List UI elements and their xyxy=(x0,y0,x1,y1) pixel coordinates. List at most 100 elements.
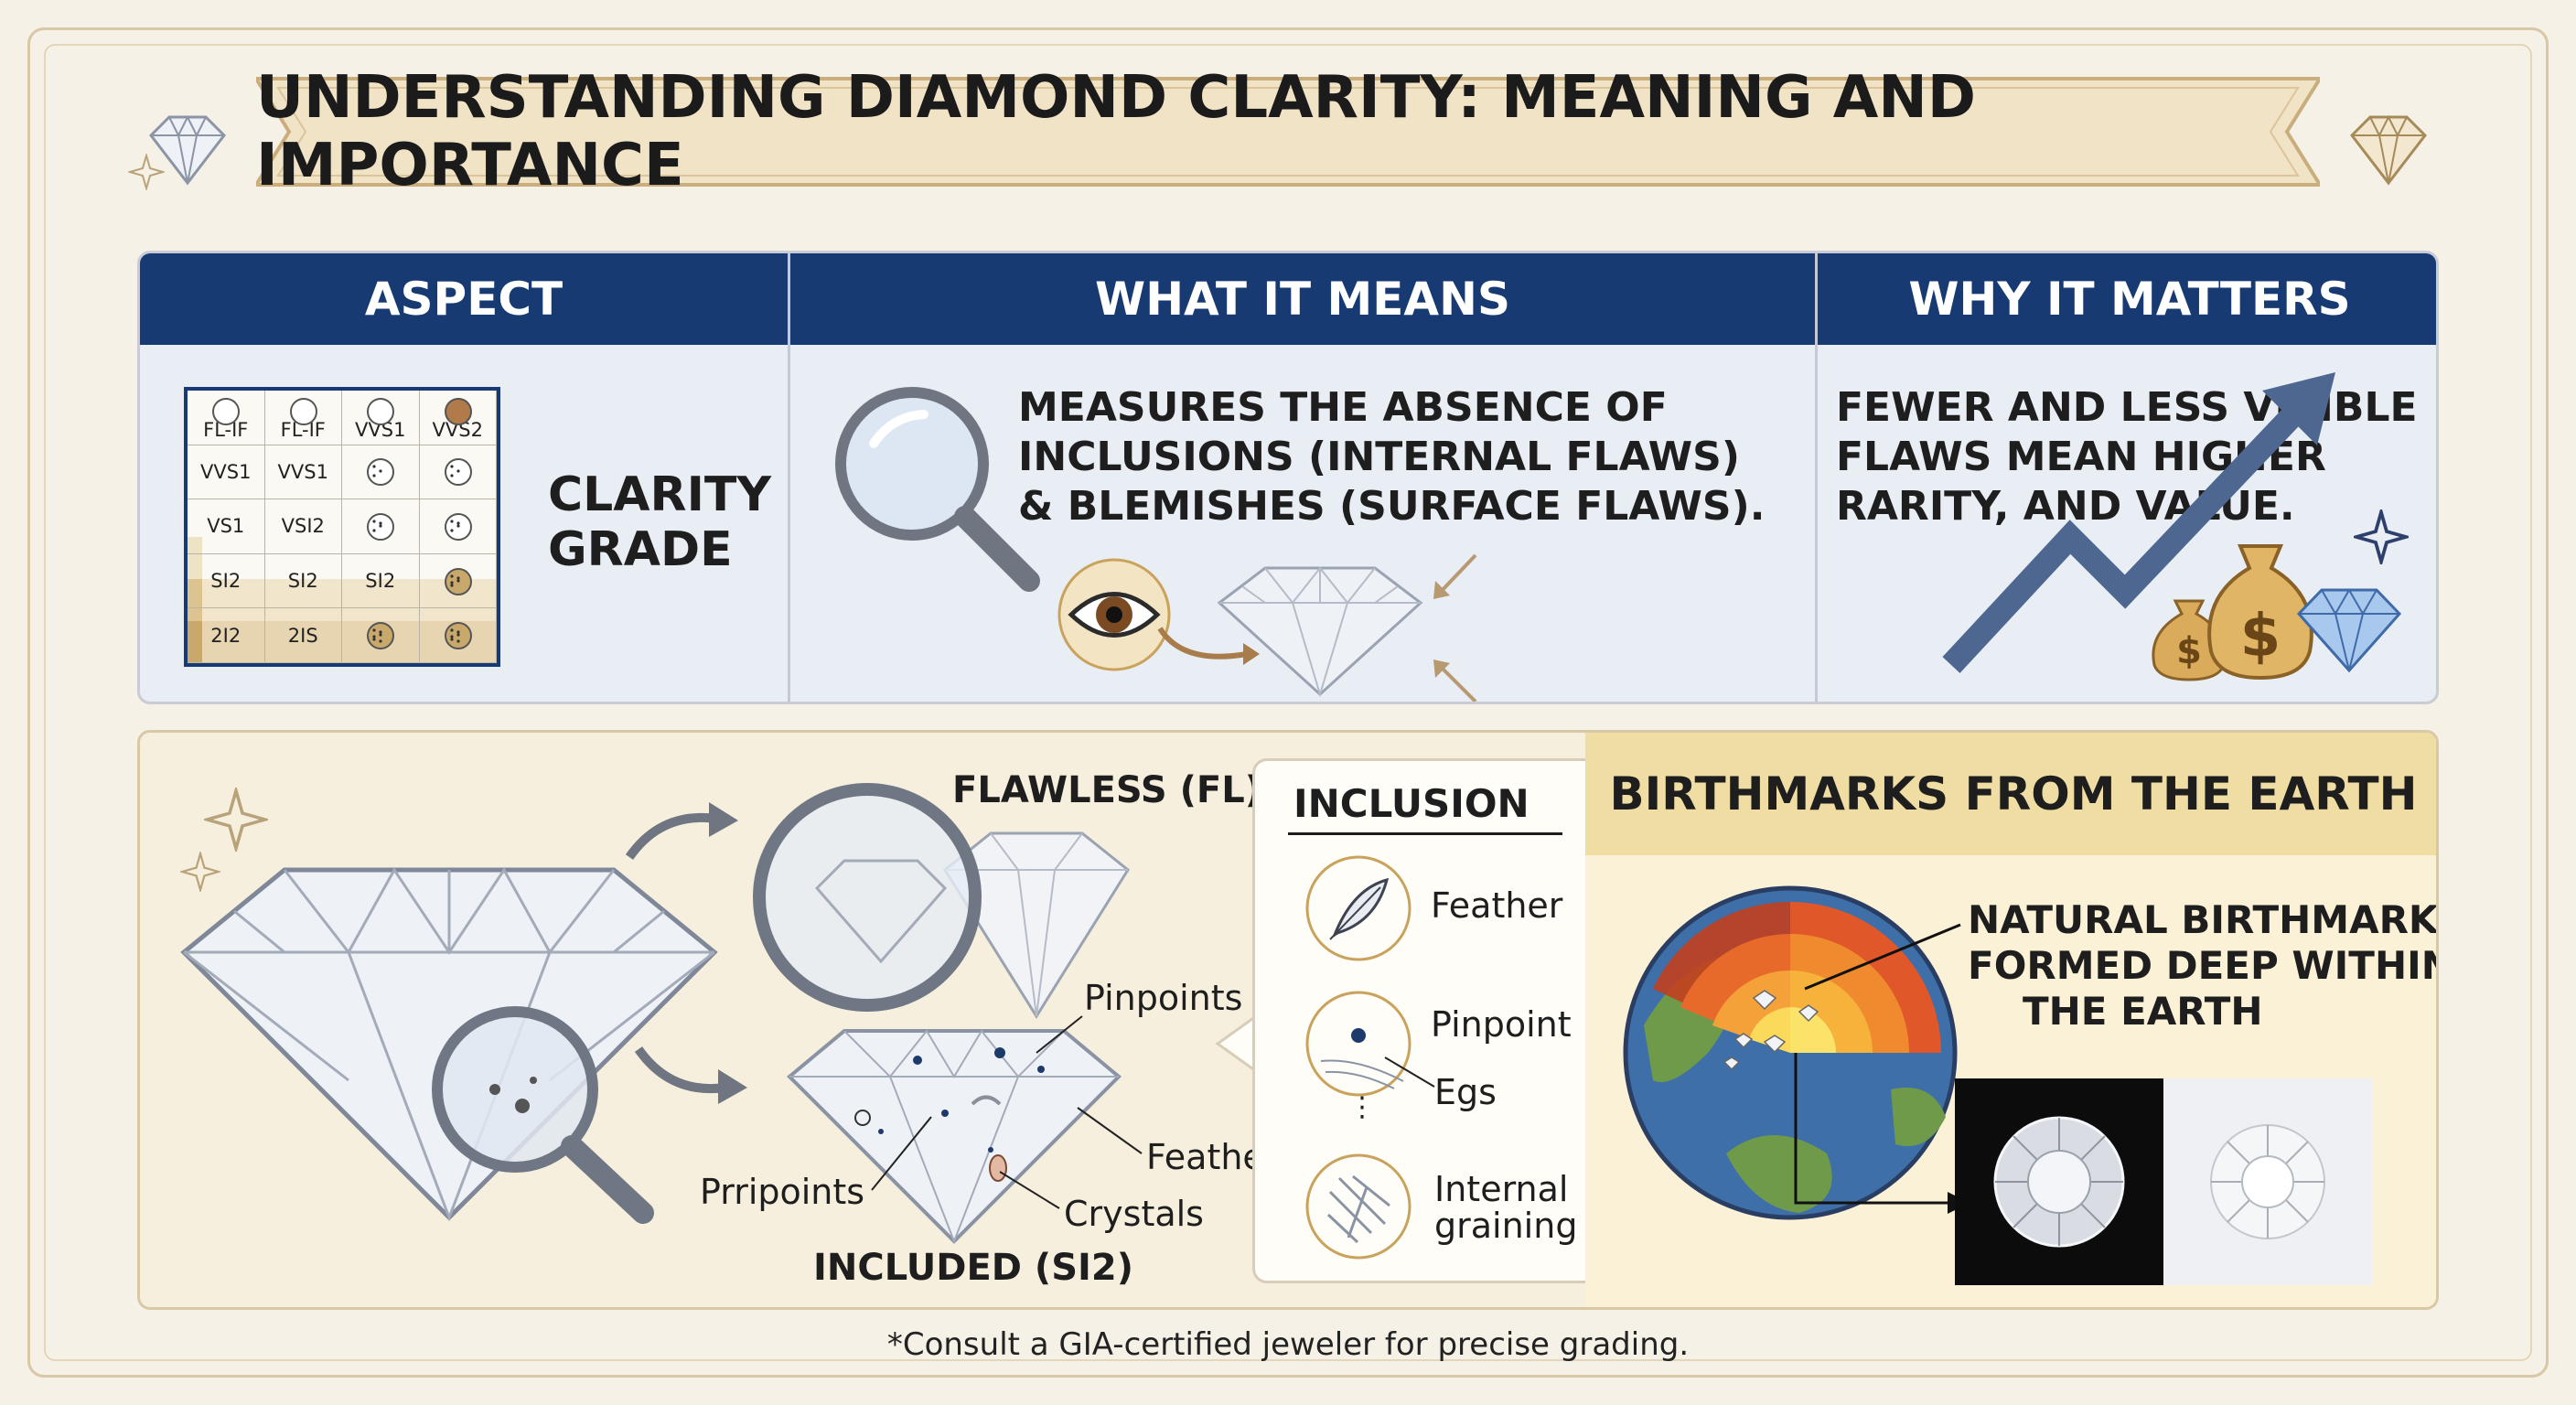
grade-cell: VS1 xyxy=(188,499,265,554)
inner-frame xyxy=(44,44,2532,1361)
diamond-grade-icon xyxy=(367,458,395,487)
diamond-grade-icon xyxy=(367,622,395,650)
grade-cell: 2I2 xyxy=(188,608,265,663)
meaning-line-1: MEASURES THE ABSENCE OF xyxy=(1018,384,1668,431)
birthmarks-panel: BIRTHMARKS FROM THE EARTH xyxy=(1585,733,2439,1307)
round-diamond-icon xyxy=(1993,1116,2125,1248)
header-aspect: ASPECT xyxy=(364,273,564,326)
diamond-grade-icon xyxy=(444,622,472,650)
inclusion-heading: INCLUSION xyxy=(1293,781,1530,826)
meaning-line-3: & BLEMISHES (SURFACE FLAWS). xyxy=(1018,483,1766,530)
flawless-diamond-illustration xyxy=(753,783,1130,1019)
inclusion-item-internal: Internal xyxy=(1434,1169,1569,1209)
diamond-grade-icon xyxy=(212,398,241,425)
inclusion-arrows xyxy=(1433,553,1477,702)
arrow-to-flawless-icon xyxy=(625,802,738,860)
diamond-grade-icon xyxy=(444,458,472,487)
diamond-icon xyxy=(2350,114,2427,186)
dollar-sign: $ xyxy=(2240,603,2281,670)
eye-icon xyxy=(1057,558,1171,671)
birthmarks-line-2: FORMED DEEP WITHIN xyxy=(1968,943,2439,988)
diamond-illustration xyxy=(1217,566,1423,698)
grade-cell xyxy=(419,608,497,663)
grade-cell xyxy=(342,445,420,500)
callout-pinpoints-left: Prripoints xyxy=(700,1172,865,1212)
callout-pinpoints-top: Pinpoints xyxy=(1084,978,1243,1018)
money-bag-icon: $ xyxy=(2207,544,2313,681)
round-diamond-icon xyxy=(2210,1124,2325,1239)
grade-cell: VSI2 xyxy=(264,499,342,554)
diamond-grade-icon xyxy=(444,513,472,541)
grade-cell xyxy=(419,499,497,554)
included-diamond-illustration xyxy=(787,1029,1122,1244)
sparkle-icon xyxy=(2354,509,2409,564)
grade-chart-shading xyxy=(188,537,497,663)
grade-cell xyxy=(419,445,497,500)
diamond-grade-icon xyxy=(444,398,472,425)
money-bag-icon: $ xyxy=(2152,599,2227,681)
sparkle-icon xyxy=(128,154,165,190)
clarity-table: ASPECT WHAT IT MEANS WHY IT MATTERS FL-I… xyxy=(137,251,2439,704)
page-title: UNDERSTANDING DIAMOND CLARITY: MEANING A… xyxy=(256,64,1976,199)
egs-callout-line xyxy=(1384,1056,1435,1088)
aspect-label-line-1: CLARITY xyxy=(548,467,772,522)
footnote: *Consult a GIA-certified jeweler for pre… xyxy=(886,1326,1690,1363)
inclusion-heading-underline xyxy=(1288,832,1562,835)
birthmarks-line-1: NATURAL BIRTHMARKS xyxy=(1968,897,2439,942)
sparkle-icon xyxy=(204,788,268,852)
header-what-it-means: WHAT IT MEANS xyxy=(1095,273,1510,326)
diamond-icon xyxy=(149,114,226,186)
inclusion-panel: INCLUSION Feather Pinpoint Egs ⋮ Interna… xyxy=(1252,758,1611,1283)
rising-trend-arrow-icon xyxy=(1942,372,2335,673)
diamond-photo-light xyxy=(2163,1078,2372,1285)
diamond-grade-icon xyxy=(367,513,395,541)
arrow-to-included-icon xyxy=(634,1046,747,1104)
grade-cell: VVS1 xyxy=(188,445,265,500)
birthmarks-heading: BIRTHMARKS FROM THE EARTH xyxy=(1585,733,2436,855)
internal-graining-icon xyxy=(1305,1153,1411,1260)
meaning-line-2: INCLUSIONS (INTERNAL FLAWS) xyxy=(1018,434,1740,480)
feather-icon xyxy=(1305,855,1411,961)
grade-cell: VVS1 xyxy=(264,445,342,500)
grade-cell: SI2 xyxy=(342,553,420,609)
inclusion-item-pinpoint: Pinpoint xyxy=(1431,1004,1572,1045)
inclusion-pointer xyxy=(1215,1014,1257,1073)
grade-cell xyxy=(419,553,497,609)
grade-cell xyxy=(342,608,420,663)
earth-cross-section-illustration xyxy=(1623,885,1958,1220)
ellipsis-dots: ⋮ xyxy=(1348,1091,1376,1123)
grade-cell: VVS1 xyxy=(342,391,420,445)
diamond-photo-dark xyxy=(1955,1078,2163,1285)
title-banner: UNDERSTANDING DIAMOND CLARITY: MEANING A… xyxy=(256,64,2320,199)
included-label: INCLUDED (SI2) xyxy=(813,1247,1133,1289)
header-why-it-matters: WHY IT MATTERS xyxy=(1908,273,2351,326)
grade-cell xyxy=(342,499,420,554)
clarity-illustration-panel: FLAWLESS (FL) Pinpoints Prripoints Feath… xyxy=(137,730,2439,1310)
birthmarks-callout-lines xyxy=(1794,923,1970,1214)
blue-diamond-icon xyxy=(2296,587,2402,673)
grade-cell: 2IS xyxy=(264,608,342,663)
grade-cell: SI2 xyxy=(188,553,265,609)
inclusion-item-graining: graining xyxy=(1434,1206,1578,1246)
flawless-label: FLAWLESS (FL) xyxy=(952,769,1262,811)
diamond-grade-icon xyxy=(367,398,395,425)
outer-frame xyxy=(27,27,2549,1378)
birthmarks-line-3: THE EARTH xyxy=(2023,989,2263,1034)
inclusion-item-egs: Egs xyxy=(1434,1072,1497,1112)
diamond-grade-icon xyxy=(289,398,317,425)
table-header xyxy=(140,253,2436,345)
diamond-grade-icon xyxy=(444,567,472,595)
grade-cell: SI2 xyxy=(264,553,342,609)
column-divider xyxy=(788,253,790,702)
dollar-sign: $ xyxy=(2176,630,2202,672)
grade-cell: FL-IF xyxy=(188,391,265,445)
aspect-label-line-2: GRADE xyxy=(548,522,733,577)
sparkle-icon xyxy=(180,852,220,892)
inclusion-item-feather: Feather xyxy=(1431,885,1563,926)
arrow-icon xyxy=(1157,627,1260,665)
magnifying-glass-icon xyxy=(432,1006,654,1224)
callout-lines xyxy=(871,1015,1143,1209)
callout-crystals: Crystals xyxy=(1064,1194,1204,1234)
magnifying-glass-icon xyxy=(835,387,1040,592)
